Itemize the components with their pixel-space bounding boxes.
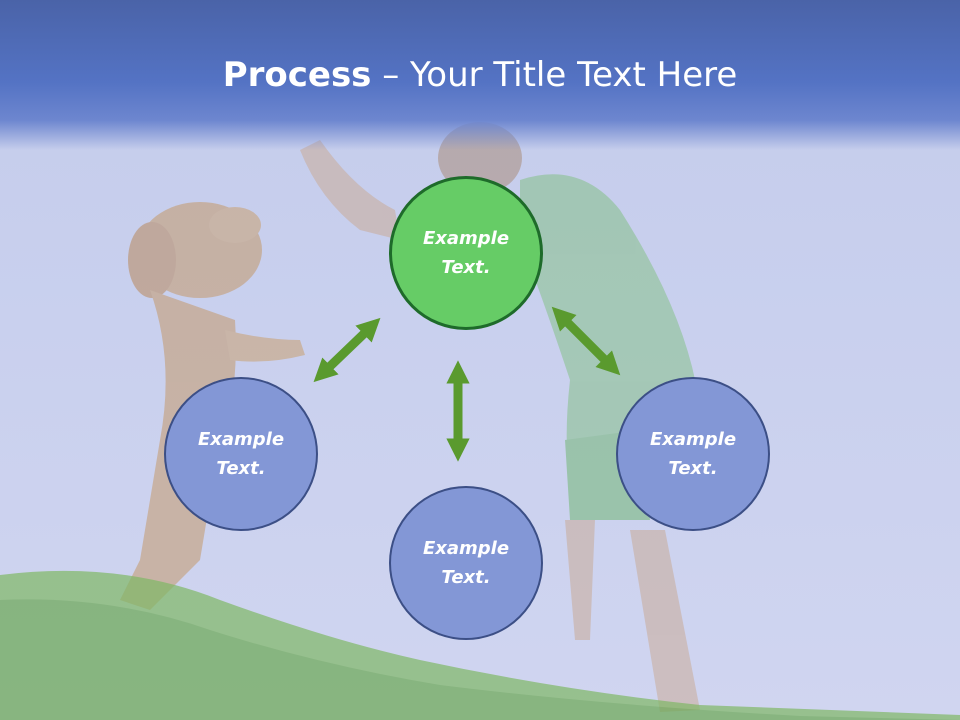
- arrow-top-right: [551, 306, 621, 376]
- grass-shape: [0, 570, 960, 720]
- node-label: Example Text.: [422, 228, 510, 278]
- node-label: Example Text.: [197, 429, 285, 479]
- page-title: Process – Your Title Text Here: [0, 52, 960, 98]
- arrow-top-left: [313, 317, 381, 383]
- process-node-bottom: Example Text.: [389, 486, 543, 640]
- node-label: Example Text.: [649, 429, 737, 479]
- title-rest: – Your Title Text Here: [371, 55, 738, 95]
- title-bold: Process: [222, 55, 372, 95]
- process-node-left: Example Text.: [164, 377, 318, 531]
- node-label: Example Text.: [422, 538, 510, 588]
- title-bar: [0, 0, 960, 150]
- process-node-right: Example Text.: [616, 377, 770, 531]
- process-node-top: Example Text.: [389, 176, 543, 330]
